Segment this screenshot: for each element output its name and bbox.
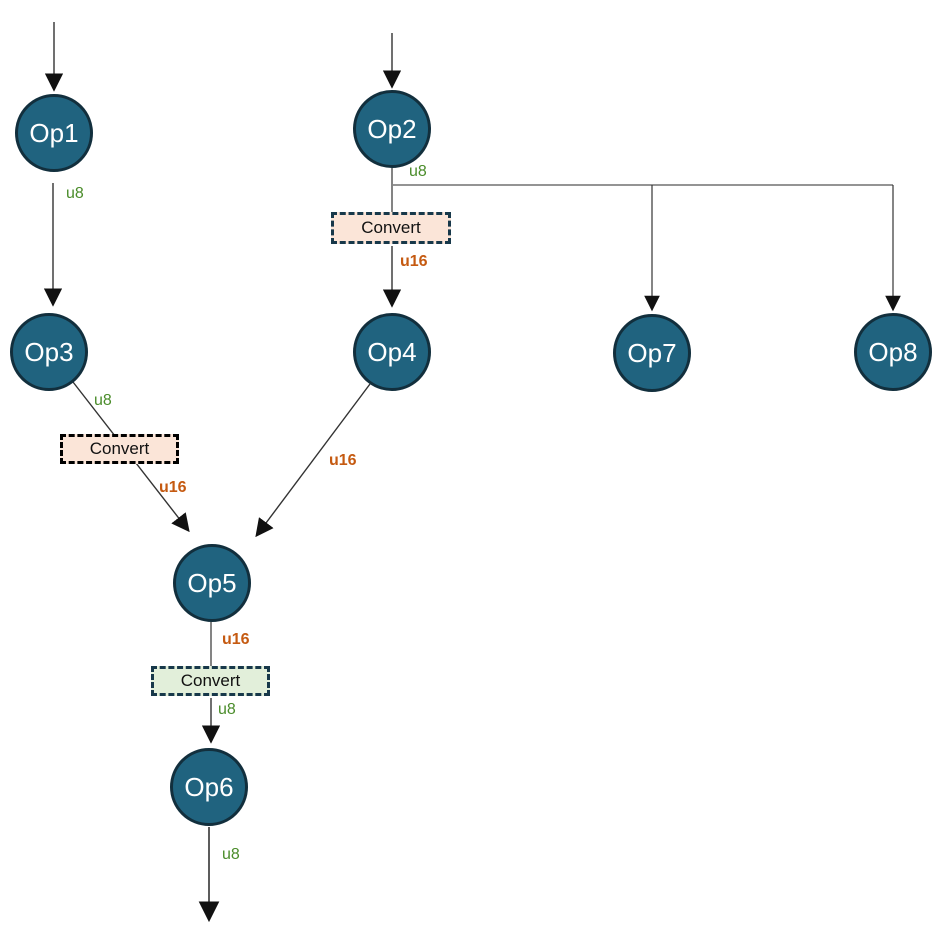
- edge-label-op6-out: u8: [222, 846, 240, 863]
- node-op6: Op6: [170, 748, 248, 826]
- edge-label-op2-out: u8: [409, 163, 427, 180]
- edge-label-convert3-out: u8: [218, 701, 236, 718]
- edge-label-op5-out: u16: [222, 631, 250, 648]
- node-op8: Op8: [854, 313, 932, 391]
- edge-label-convert2-out: u16: [159, 479, 187, 496]
- node-op4: Op4: [353, 313, 431, 391]
- node-op3: Op3: [10, 313, 88, 391]
- edge-label-op3-out: u8: [94, 392, 112, 409]
- convert-box-op5-op6: Convert: [151, 666, 270, 696]
- node-op1: Op1: [15, 94, 93, 172]
- edge-label-op1-out: u8: [66, 185, 84, 202]
- node-op5: Op5: [173, 544, 251, 622]
- node-op7: Op7: [613, 314, 691, 392]
- convert-box-op2-op4: Convert: [331, 212, 451, 244]
- convert-box-op3-op5: Convert: [60, 434, 179, 464]
- edge-op4-op5: [255, 383, 371, 538]
- edge-label-op4-out: u16: [329, 452, 357, 469]
- node-op2: Op2: [353, 90, 431, 168]
- edge-label-convert1-out: u16: [400, 253, 428, 270]
